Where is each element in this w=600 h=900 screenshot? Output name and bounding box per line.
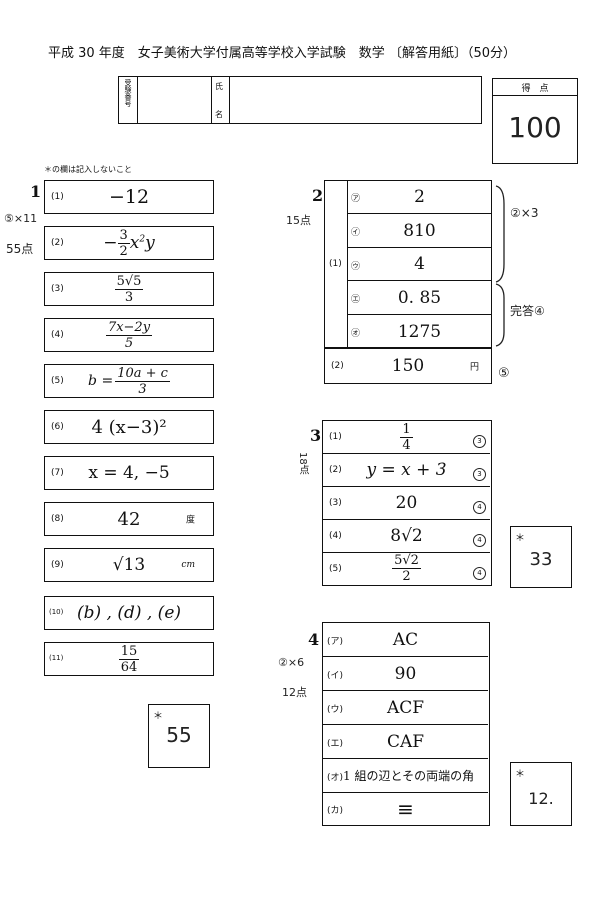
q1-points-note: 55点 [6,242,34,256]
name-label-top: 氏 [215,82,223,91]
q1-answer-6[interactable]: (6) 4 (x−3)² [44,410,214,444]
score-box: 得 点 100 [492,78,578,164]
q2-bracket-1-note: ②×3 [510,206,539,220]
q1-answer-9[interactable]: (9) √13 cm [44,548,214,582]
q1-answer-10[interactable]: (10) (b) , (d) , (e) [44,596,214,630]
q4-points-note: 12点 [282,686,307,699]
q3-subtotal: 33 [529,549,553,570]
q1-subtotal-box: ＊ 55 [148,704,210,768]
q3-answer-2[interactable]: (2) y = x + 3 3 [323,454,490,487]
q1-answer-7[interactable]: (7) x = 4, −5 [44,456,214,490]
unit-degree: 度 [185,515,195,526]
q1-mark-note: ⑤×11 [4,212,38,225]
q4-answer-ka[interactable]: (カ)≡ [327,796,414,821]
unit-cm: cm [181,560,195,570]
q2-table: (1) [324,180,492,348]
q3-answer-3[interactable]: (3) 20 4 [323,487,490,520]
q4-answer-a[interactable]: (ア)AC [323,623,488,657]
q2-number: 2 [312,186,324,205]
q4-subtotal: 12. [528,789,554,808]
q2-bracket-1 [495,185,505,283]
q2-mark-2: ⑤ [498,366,510,381]
q1-number: 1 [30,182,42,201]
note-text: ＊の欄は記入しないこと [44,165,132,174]
q1-subtotal: 55 [166,723,192,747]
q4-mark-note: ②×6 [278,656,305,669]
q2-bracket-2-note: 完答④ [510,304,545,318]
q4-table: (ア)AC (イ)90 (ウ)ACF (エ)CAF (オ)1 組の辺とその両端の… [322,622,490,826]
q4-answer-i[interactable]: (イ)90 [323,657,488,691]
q4-subtotal-box: ＊ 12. [510,762,572,826]
q4-number: 4 [308,630,320,649]
q2-answer-2[interactable]: (2) 150 円 [324,348,492,384]
name-field[interactable] [230,77,481,123]
score-label: 得 点 [521,84,549,94]
q3-number: 3 [310,426,322,445]
q2-points-note: 15点 [286,214,311,227]
q1-answer-8[interactable]: (8) 42 度 [44,502,214,536]
q4-answer-o[interactable]: (オ)1 組の辺とその両端の角 [323,759,488,793]
q3-subtotal-box: ＊ 33 [510,526,572,588]
q4-answer-u[interactable]: (ウ)ACF [323,691,488,725]
score-value: 100 [508,111,562,144]
q3-points-note: 18点 [297,452,308,475]
exam-number-label: 受験番号 [124,79,132,107]
unit-yen: 円 [469,362,479,373]
q2-bracket-2 [495,283,505,347]
exam-number-field[interactable] [138,77,210,123]
id-name-box: 受験番号 氏 名 [118,76,482,124]
page-title: 平成 30 年度 女子美術大学付属高等学校入学試験 数学 〔解答用紙〕（50分） [48,46,516,61]
q3-answer-4[interactable]: (4) 8√2 4 [323,520,490,553]
name-label-bottom: 名 [215,110,223,119]
q1-answer-1[interactable]: (1) −12 [44,180,214,214]
q4-answer-e[interactable]: (エ)CAF [323,725,488,759]
